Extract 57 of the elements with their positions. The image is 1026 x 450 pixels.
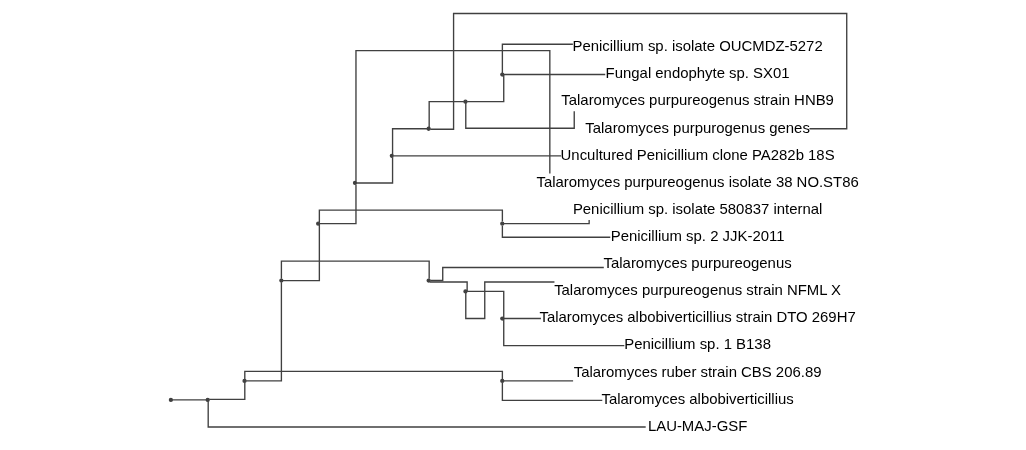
- connector: [464, 102, 575, 129]
- node-point: [278, 278, 283, 283]
- connector: [355, 156, 393, 184]
- connector: [318, 209, 503, 224]
- node-text: Talaromyces ruber strain CBS 206.89: [573, 363, 821, 380]
- node-point: [499, 221, 504, 226]
- node-point: [426, 126, 431, 131]
- node-point: [499, 316, 504, 321]
- connector: [281, 223, 320, 282]
- connector: [243, 370, 503, 381]
- connector: [391, 128, 428, 156]
- node-point: [205, 397, 210, 403]
- connector: [354, 49, 550, 183]
- connector: [501, 225, 611, 238]
- node-point: [426, 278, 431, 283]
- connector: [429, 266, 604, 282]
- node-point: [241, 378, 247, 384]
- node-text: Uncultured Penicillium clone PA282b 18S: [560, 146, 835, 163]
- node-point: [499, 378, 504, 384]
- node-point: [462, 99, 468, 104]
- connector: [208, 381, 245, 401]
- connector: [502, 380, 574, 382]
- connector: [280, 260, 430, 280]
- node-text: Talaromyces albobiverticillius strain DTO 269H7: [539, 309, 856, 326]
- connector: [501, 382, 603, 402]
- node-text: Talaromyces purpurogenus genes: [584, 119, 810, 136]
- node-text: Penicillium sp. 2 JJK-2011: [610, 228, 784, 244]
- node-text: Talaromyces albobiverticillius: [601, 390, 794, 407]
- connector: [465, 290, 504, 320]
- connector: [502, 317, 542, 320]
- connector: [465, 73, 504, 103]
- connector: [429, 12, 847, 130]
- connector: [502, 73, 606, 76]
- node-text: LAU-MAJ-GSF: [647, 417, 747, 434]
- node-text: Talaromyces purpureogenus strain NFML X: [553, 282, 841, 299]
- node-point: [168, 397, 173, 403]
- connector: [502, 219, 590, 225]
- connector: [428, 100, 465, 128]
- connector: [171, 399, 207, 401]
- node-point: [315, 221, 320, 226]
- connector: [501, 43, 574, 74]
- connector: [392, 155, 562, 157]
- node-text: Talaromyces purpureogenus strain HNB9: [560, 92, 834, 109]
- connector: [502, 317, 625, 347]
- node-text: Penicillium sp. isolate 580837 internal: [572, 200, 822, 217]
- node-text: Talaromyces purpureogenus isolate 38 NO.ST86: [535, 173, 859, 190]
- node-point: [462, 289, 468, 294]
- node-point: [352, 180, 357, 186]
- connector: [207, 400, 646, 428]
- connector: [244, 281, 282, 382]
- node-text: Penicillium sp. isolate OUCMDZ-5272: [572, 38, 823, 55]
- node-point: [499, 72, 504, 77]
- node-text: Penicillium sp. 1 B138: [623, 336, 771, 353]
- node-text: Talaromyces purpureogenus: [603, 255, 792, 272]
- connector: [318, 184, 357, 225]
- node-point: [389, 153, 394, 158]
- node-text: Fungal endophyte sp. SX01: [605, 65, 790, 82]
